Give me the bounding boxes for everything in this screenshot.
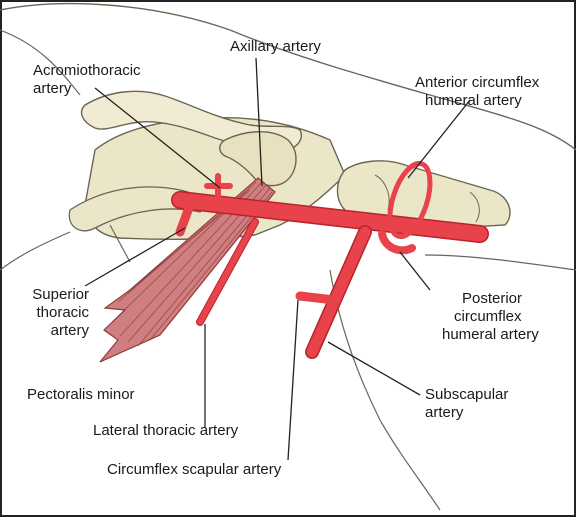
- coracoid-process: [219, 131, 297, 187]
- label-posterior-circumflex-humeral-artery: Posterior circumflex humeral artery: [442, 290, 539, 344]
- label-line: Posterior: [462, 290, 523, 307]
- leader-subscapular: [327, 341, 421, 396]
- label-anterior-circumflex-humeral-artery: Anterior circumflex humeral artery: [415, 74, 539, 110]
- label-line: Lateral thoracic artery: [93, 422, 239, 439]
- arm-upper-outline: [424, 254, 576, 271]
- label-line: Anterior circumflex: [415, 74, 540, 91]
- leader-superior-thoracic: [84, 227, 186, 287]
- label-lateral-thoracic-artery: Lateral thoracic artery: [93, 422, 238, 440]
- rib-line: [109, 224, 131, 263]
- label-line: Superior: [32, 286, 89, 303]
- label-line: Axillary artery: [230, 38, 321, 55]
- label-line: thoracic: [36, 304, 89, 321]
- label-line: humeral artery: [425, 92, 522, 109]
- circumflex-scapular-branch: [295, 291, 339, 305]
- shoulder-outline: [0, 2, 576, 151]
- label-line: artery: [50, 322, 89, 339]
- label-line: humeral artery: [442, 326, 539, 343]
- label-line: Pectoralis minor: [27, 386, 135, 403]
- label-line: artery: [425, 404, 464, 421]
- posterior-circumflex-branch: [378, 230, 416, 255]
- humerus-detail-2: [469, 191, 480, 223]
- leader-circumflex-scapular: [287, 299, 299, 461]
- label-axillary-artery: Axillary artery: [230, 38, 321, 56]
- label-circumflex-scapular-artery: Circumflex scapular artery: [107, 461, 281, 479]
- arm-lower-outline: [329, 269, 441, 511]
- axillary-artery-trunk: [172, 192, 488, 242]
- leader-axillary-artery: [255, 57, 263, 187]
- label-superior-thoracic-artery: Superior thoracic artery: [20, 286, 89, 340]
- label-line: Circumflex scapular artery: [107, 461, 282, 478]
- neck-outline: [0, 29, 81, 96]
- label-subscapular-artery: Subscapular artery: [425, 386, 508, 422]
- label-line: Acromiothoracic: [33, 62, 141, 79]
- label-line: artery: [33, 80, 72, 97]
- label-line: Subscapular: [425, 386, 509, 403]
- superior-thoracic-branch: [175, 200, 195, 237]
- leader-lines: [84, 57, 471, 461]
- lateral-thoracic-artery: [197, 219, 258, 325]
- subscapular-artery: [306, 226, 371, 358]
- anterior-circumflex-loop: [387, 160, 433, 240]
- leader-anterior-circumflex: [407, 99, 471, 179]
- humerus: [336, 160, 511, 231]
- leader-posterior-circumflex: [399, 251, 431, 291]
- chest-outline: [0, 231, 71, 271]
- label-line: circumflex: [454, 308, 522, 325]
- first-rib: [68, 186, 205, 232]
- label-pectoralis-minor: Pectoralis minor: [27, 386, 135, 404]
- label-acromiothoracic-artery: Acromiothoracic artery: [33, 62, 141, 98]
- leader-acromiothoracic: [94, 87, 221, 189]
